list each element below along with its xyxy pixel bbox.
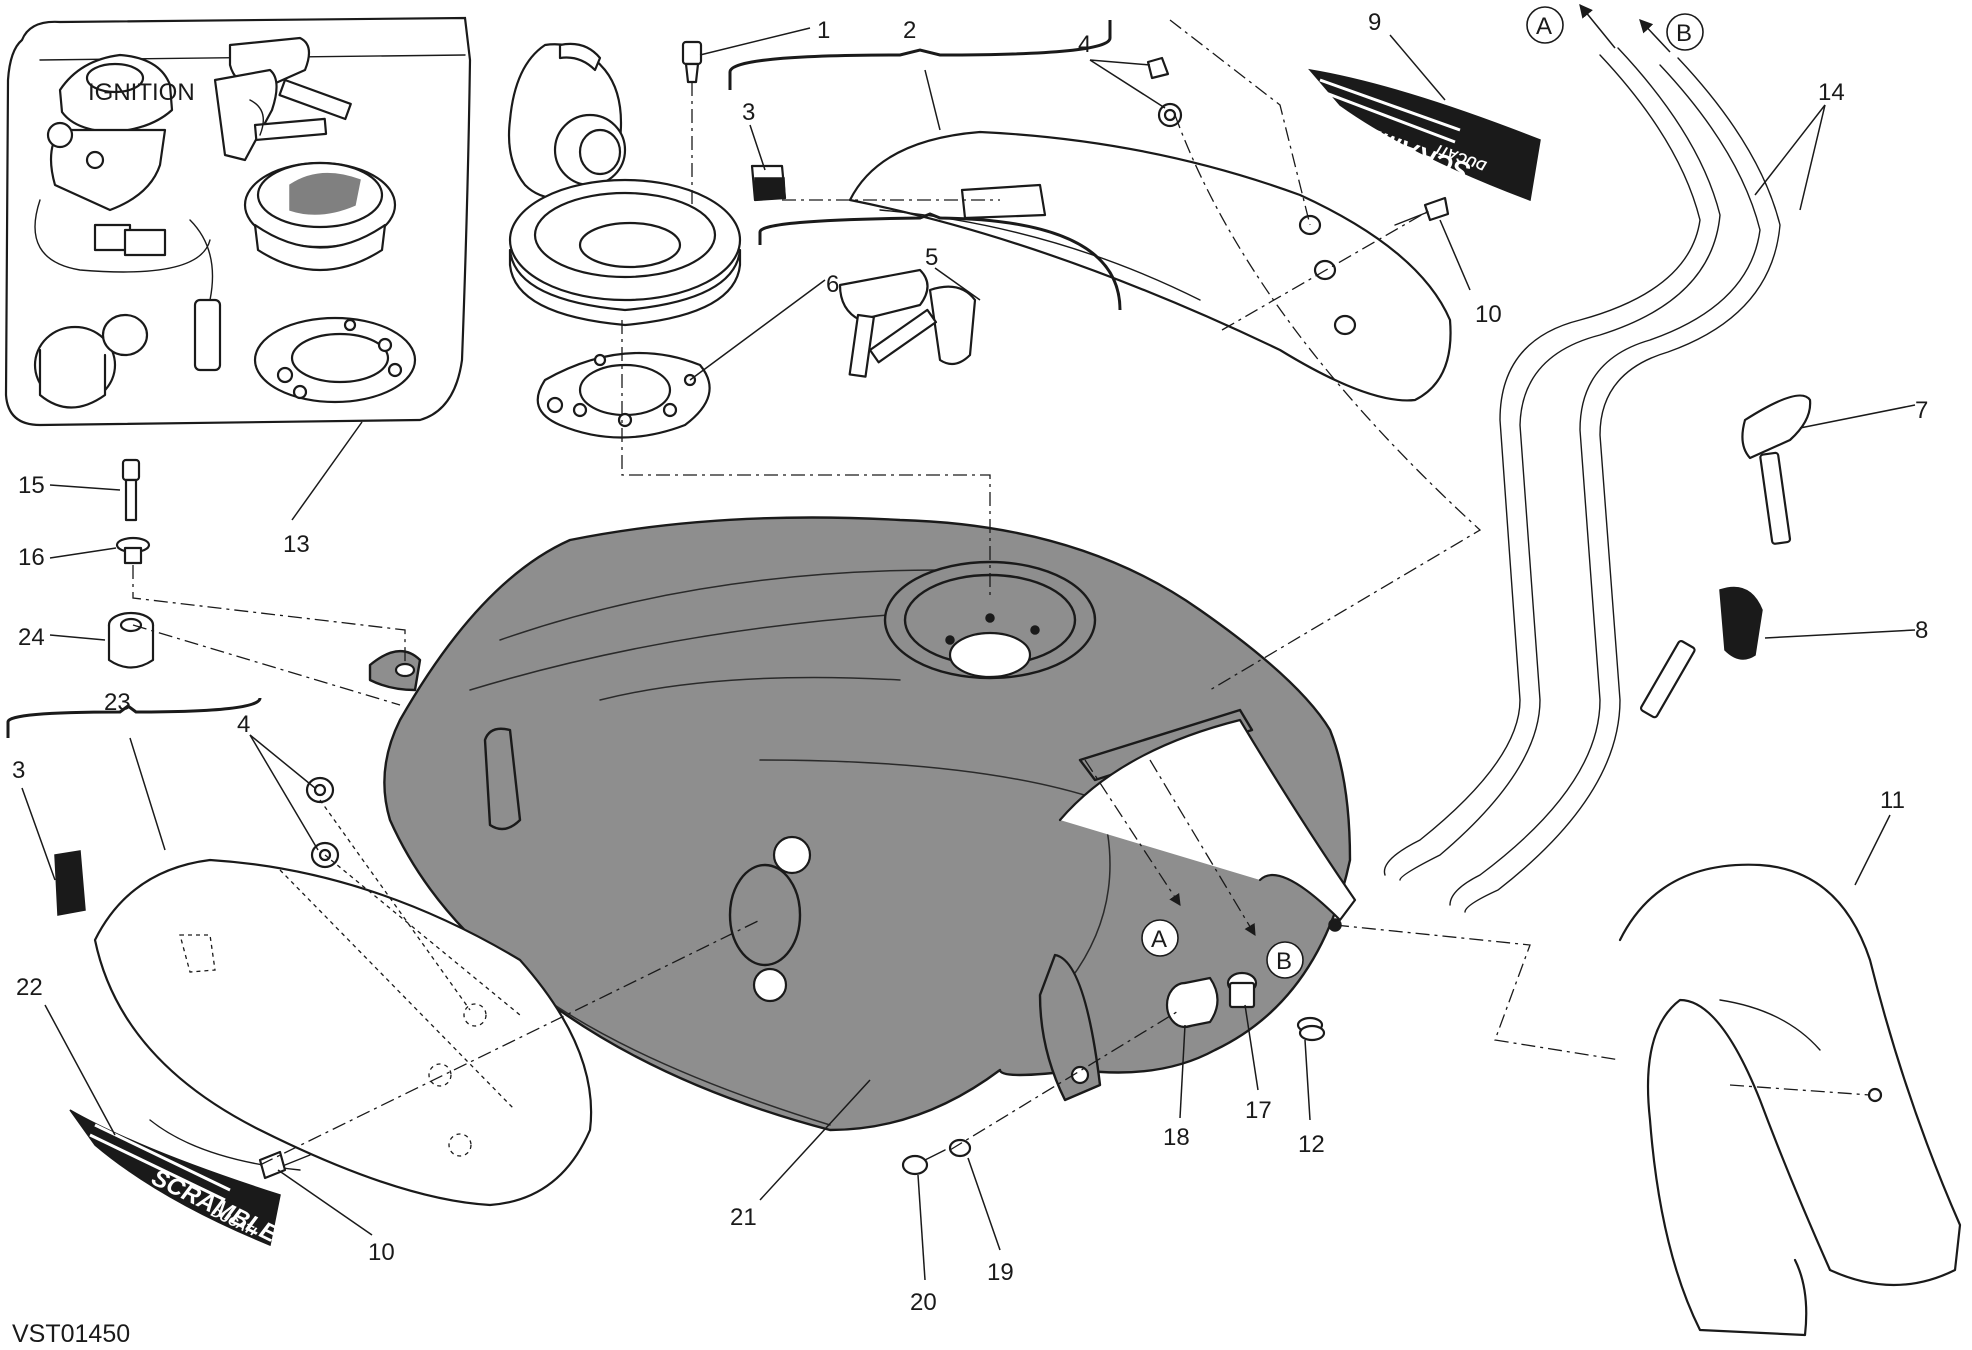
callout-3-left: 3 — [12, 757, 25, 784]
fuel-tank-21 — [368, 516, 1357, 1132]
brackets — [6, 20, 1122, 738]
grommets-4-left — [305, 776, 340, 869]
callout-2: 2 — [903, 17, 916, 44]
callout-12: 12 — [1298, 1131, 1325, 1158]
fuel-cap-assembly — [507, 40, 977, 439]
callout-labels: 1 2 3 4 5 6 7 8 9 10 11 12 13 14 15 16 1… — [12, 9, 1928, 1316]
connector-a-top-label: A — [1536, 13, 1552, 40]
callout-3-top: 3 — [742, 99, 755, 126]
callout-6: 6 — [826, 271, 839, 298]
washer-16 — [115, 536, 151, 565]
callout-23: 23 — [104, 689, 131, 716]
inset-connector — [93, 219, 222, 372]
callout-5: 5 — [925, 244, 938, 271]
lock-kit-inset: IGNITION — [4, 16, 472, 427]
callout-1: 1 — [817, 17, 830, 44]
connector-b-top-label: B — [1676, 20, 1692, 47]
callout-10-top: 10 — [1475, 301, 1502, 328]
ignition-switch: IGNITION — [34, 53, 211, 273]
callout-8: 8 — [1915, 617, 1928, 644]
screw-20 — [901, 1149, 946, 1176]
ignition-label: IGNITION — [88, 79, 195, 106]
callout-19: 19 — [987, 1259, 1014, 1286]
callout-24: 24 — [18, 624, 45, 651]
key-7 — [1741, 394, 1812, 545]
screw-1 — [681, 40, 703, 84]
callout-18: 18 — [1163, 1124, 1190, 1151]
spacer-17 — [1226, 971, 1258, 1009]
connector-b-bottom-label: B — [1276, 948, 1292, 975]
inset-fuel-cap — [243, 161, 397, 272]
callout-16: 16 — [18, 544, 45, 571]
grommets-4-top — [1146, 56, 1183, 128]
clip-12 — [1296, 1016, 1326, 1042]
callout-4-top: 4 — [1078, 31, 1091, 58]
screw-15 — [121, 458, 141, 522]
washer-19 — [948, 1138, 972, 1158]
callout-17: 17 — [1245, 1097, 1272, 1124]
callout-22: 22 — [16, 974, 43, 1001]
connector-a-bottom-label: A — [1151, 926, 1167, 953]
callout-14: 14 — [1818, 79, 1845, 106]
pad-3-top — [750, 164, 787, 202]
screw-10-left — [258, 1150, 311, 1180]
callout-13: 13 — [283, 531, 310, 558]
callout-15: 15 — [18, 472, 45, 499]
screw-10-top — [1394, 196, 1450, 226]
decal-9: SCRAMBLER DUCATI — [1307, 68, 1541, 202]
inset-keys — [213, 36, 352, 162]
left-side-panel — [54, 776, 593, 1207]
bushing-18 — [1165, 976, 1219, 1029]
reference-code: VST01450 — [12, 1320, 130, 1348]
callout-10-left: 10 — [368, 1239, 395, 1266]
inset-gasket — [253, 316, 417, 404]
callout-7: 7 — [1915, 397, 1928, 424]
connector-a-bottom: A — [1141, 919, 1179, 957]
keys-set-5 — [838, 268, 977, 378]
callout-11: 11 — [1880, 787, 1905, 814]
leader-lines — [21, 27, 1916, 1281]
inset-lock-cylinder — [33, 313, 149, 409]
pad-3-left — [54, 850, 86, 916]
callout-9: 9 — [1368, 9, 1381, 36]
tank-cover-11 — [1618, 863, 1962, 1337]
fuel-lines-14 — [1383, 3, 1781, 913]
callout-20: 20 — [910, 1289, 937, 1316]
connector-b-top: B — [1666, 13, 1704, 51]
connector-a-top: A — [1526, 6, 1564, 44]
right-side-panel — [750, 56, 1452, 402]
assembly-lines — [132, 19, 1871, 1166]
callout-4-left: 4 — [237, 711, 250, 738]
fuel-cap-gasket — [536, 351, 711, 439]
key-8 — [1639, 586, 1763, 719]
callout-21: 21 — [730, 1204, 757, 1231]
connector-b-bottom: B — [1266, 941, 1304, 979]
grommet-24 — [107, 611, 155, 669]
